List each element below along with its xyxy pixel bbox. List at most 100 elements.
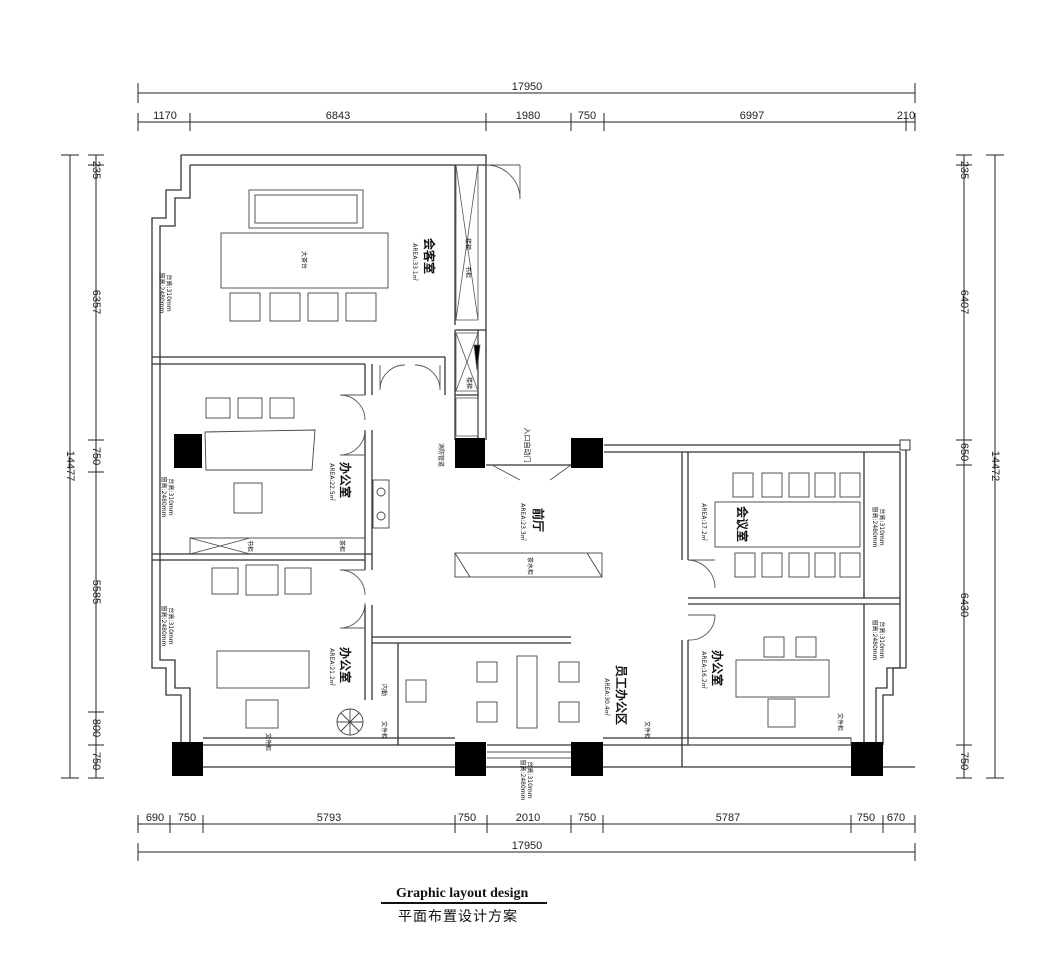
door-office-upper-2 — [339, 429, 366, 456]
window-note: 台高:310mm — [526, 761, 534, 798]
top-dim-2: 6843 — [326, 110, 350, 122]
bottom-dim-3: 5793 — [317, 812, 341, 824]
window-note: 台高:310mm — [878, 508, 886, 545]
office-chair — [233, 482, 263, 514]
top-dim-1: 1170 — [153, 110, 177, 122]
window-note: 台高:310mm — [878, 621, 886, 658]
left-dim-5: 800 — [90, 719, 102, 737]
room-name: 办公室 — [710, 650, 725, 686]
room-name: 员工办公区 — [614, 665, 629, 725]
column — [455, 438, 485, 468]
store-label: 内勤 — [380, 684, 388, 696]
chair — [558, 661, 580, 683]
cabinet-label: 文件柜 — [264, 733, 272, 751]
counter-label: 茶水柜 — [526, 557, 534, 575]
dimension-lines — [61, 83, 1004, 861]
room-area: AREA:17.2㎡ — [700, 503, 708, 540]
chair — [839, 472, 861, 498]
right-dim-1: 235 — [958, 161, 970, 179]
drawing-title-en: Graphic layout design — [396, 886, 529, 901]
chair — [345, 292, 377, 322]
left-total-dim: 14477 — [64, 451, 76, 482]
chair — [476, 661, 498, 683]
wash-basin — [372, 479, 390, 529]
chair — [237, 397, 263, 419]
column — [851, 742, 883, 776]
chair — [211, 567, 239, 595]
door-office-upper — [339, 394, 366, 421]
left-dim-3: 750 — [90, 447, 102, 465]
tea-counter — [454, 552, 603, 578]
furniture-label: 大茶台 — [300, 251, 308, 269]
chair — [839, 552, 861, 578]
stair-label: 楼梯 — [465, 377, 473, 389]
bottom-dim-5: 2010 — [516, 812, 540, 824]
door-office-lower-2 — [339, 602, 366, 629]
chair — [245, 564, 279, 596]
left-dim-1: 235 — [90, 161, 102, 179]
staff-desk — [516, 655, 538, 729]
column — [571, 438, 603, 468]
room-area: AREA:16.2㎡ — [700, 651, 708, 688]
office-chair — [245, 699, 279, 729]
chair — [795, 636, 817, 658]
door-meeting-large-2 — [379, 364, 406, 391]
room-area: AREA:22.5㎡ — [328, 463, 336, 500]
room-name: 会议室 — [735, 506, 750, 542]
window-note: 台高:310mm — [167, 607, 175, 644]
window-note: 窗高:2480mm — [871, 620, 879, 661]
chair — [788, 552, 810, 578]
chair — [558, 701, 580, 723]
chair — [732, 472, 754, 498]
stair-label: 楼梯 — [464, 238, 472, 250]
tea-table — [220, 232, 389, 289]
bottom-total-dim: 17950 — [512, 840, 543, 852]
room-area: AREA:23.3㎡ — [519, 503, 527, 540]
chair — [761, 472, 783, 498]
bottom-dim-7: 5787 — [716, 812, 740, 824]
right-dim-4: 6430 — [958, 593, 970, 617]
chair — [814, 552, 836, 578]
door-office-right — [687, 614, 716, 641]
door-meeting-right — [687, 559, 716, 589]
cabinet-label: 书柜 — [464, 266, 472, 278]
window-note: 台高:310mm — [165, 274, 173, 311]
door-meeting-large-3 — [414, 364, 441, 391]
cabinet-label: 文件柜 — [836, 713, 844, 731]
chair — [269, 292, 301, 322]
meeting-table — [714, 501, 861, 548]
bottom-dim-4: 750 — [458, 812, 476, 824]
top-dim-5: 6997 — [740, 110, 764, 122]
column — [174, 434, 202, 468]
chair — [763, 636, 785, 658]
room-name: 办公室 — [338, 647, 353, 683]
structural-columns — [172, 434, 883, 776]
cabinet-label: 书柜 — [246, 540, 254, 552]
right-dim-5: 750 — [958, 752, 970, 770]
walls — [151, 154, 915, 768]
left-dim-4: 5585 — [90, 580, 102, 604]
doors — [339, 164, 716, 759]
window-note: 窗高:2480mm — [871, 507, 879, 548]
column — [172, 742, 203, 776]
cabinet-label: 文件柜 — [643, 721, 651, 739]
entrance-door — [491, 464, 572, 481]
chair — [284, 567, 312, 595]
right-dim-2: 6407 — [958, 290, 970, 314]
chair — [405, 679, 427, 703]
top-total-dim: 17950 — [512, 81, 543, 93]
window-note: 台高:310mm — [167, 478, 175, 515]
right-dim-3: 650 — [958, 443, 970, 461]
bottom-dim-2: 750 — [178, 812, 196, 824]
bottom-dim-9: 670 — [887, 812, 905, 824]
pipe-label: 消防管道 — [437, 443, 445, 467]
chair — [269, 397, 295, 419]
door-meeting-large — [485, 164, 521, 200]
chair — [788, 472, 810, 498]
top-dim-3: 1980 — [516, 110, 540, 122]
left-dim-2: 6357 — [90, 290, 102, 314]
desk — [216, 650, 310, 689]
chair — [476, 701, 498, 723]
title-underline — [381, 902, 547, 904]
column — [571, 742, 603, 776]
